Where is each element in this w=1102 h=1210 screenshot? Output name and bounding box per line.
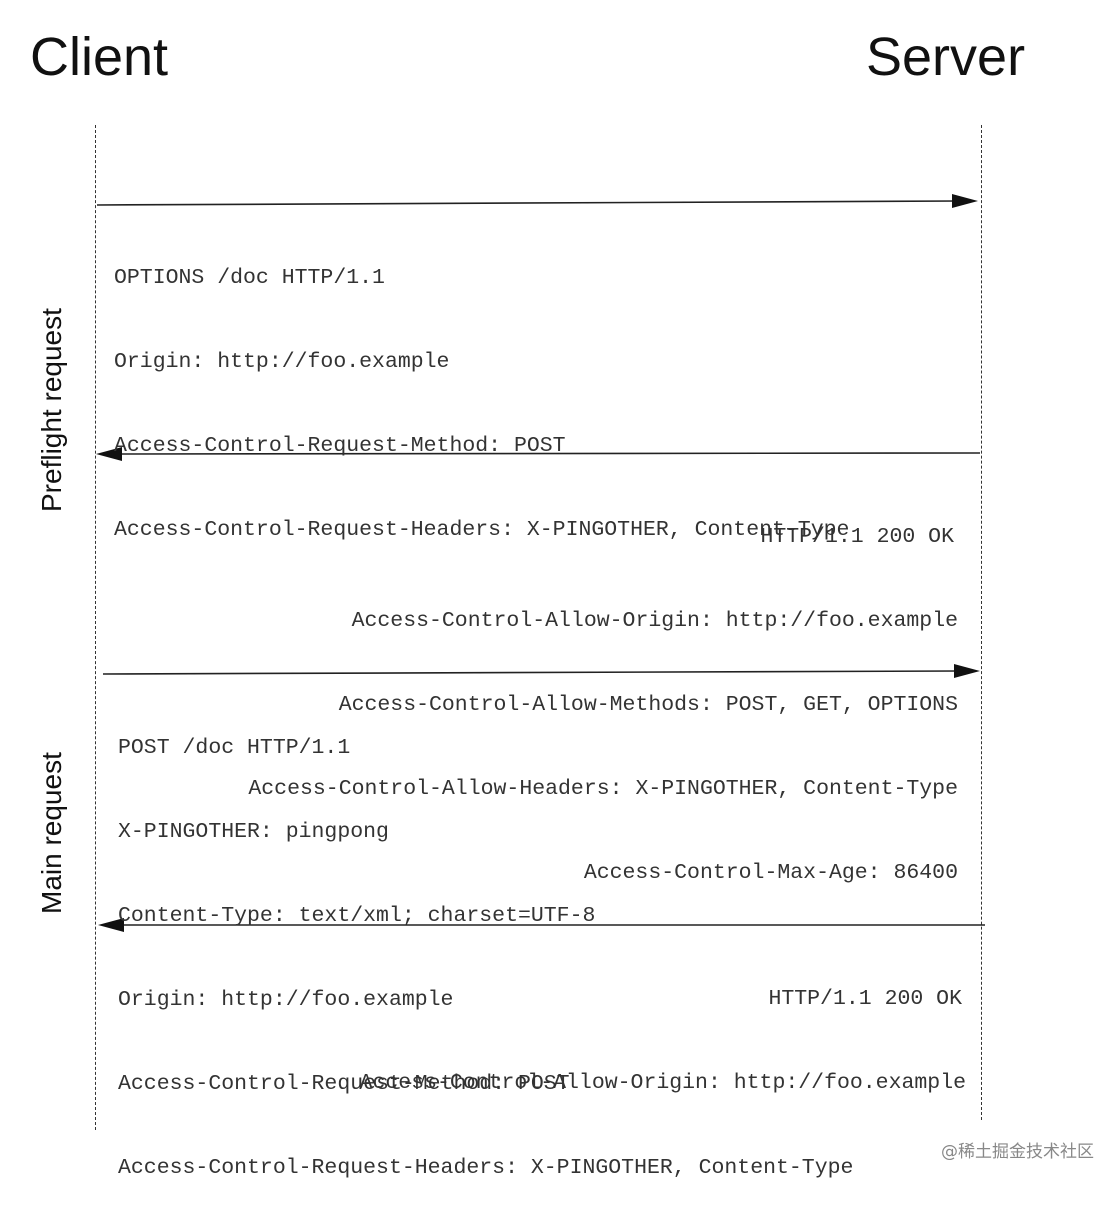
header-line: Access-Control-Max-Age: 86400 xyxy=(583,861,958,885)
header-line: HTTP/1.1 200 OK xyxy=(768,987,962,1011)
client-title: Client xyxy=(30,27,169,87)
header-line: Access-Control-Allow-Headers: X-PINGOTHE… xyxy=(248,777,958,801)
header-line: Origin: http://foo.example xyxy=(118,988,454,1012)
watermark: @稀土掘金技术社区 xyxy=(941,1142,1094,1162)
header-line: Access-Control-Request-Headers: X-PINGOT… xyxy=(118,1156,854,1180)
header-line: POST /doc HTTP/1.1 xyxy=(118,736,351,760)
arrow-preflight-request xyxy=(96,194,978,208)
message-arrows xyxy=(96,194,985,932)
arrow-main-response xyxy=(98,918,985,932)
header-line: Access-Control-Request-Headers: X-PINGOT… xyxy=(114,518,850,542)
header-line: HTTP/1.1 200 OK xyxy=(760,525,954,549)
preflight-response-headers: HTTP/1.1 200 OK Access-Control-Allow-Ori… xyxy=(248,467,958,915)
main-response-headers: HTTP/1.1 200 OK Access-Control-Allow-Ori… xyxy=(360,929,966,1125)
header-line: Access-Control-Request-Method: POST xyxy=(118,1072,570,1096)
header-line: Access-Control-Allow-Methods: POST, GET,… xyxy=(338,693,958,717)
header-line: Content-Type: text/xml; charset=UTF-8 xyxy=(118,904,596,928)
header-line: Access-Control-Allow-Origin: http://foo.… xyxy=(351,609,958,633)
header-line: X-PINGOTHER: pingpong xyxy=(118,820,389,844)
arrow-preflight-response xyxy=(96,447,981,461)
server-lifeline xyxy=(981,125,982,1120)
header-line: OPTIONS /doc HTTP/1.1 xyxy=(114,266,385,290)
preflight-request-headers: OPTIONS /doc HTTP/1.1 Origin: http://foo… xyxy=(114,208,849,572)
client-lifeline xyxy=(95,125,96,1130)
header-line: Access-Control-Request-Method: POST xyxy=(114,434,566,458)
header-line: Access-Control-Allow-Origin: http://foo.… xyxy=(359,1071,966,1095)
server-title: Server xyxy=(866,27,1026,87)
arrow-main-request xyxy=(102,664,980,678)
header-line: Origin: http://foo.example xyxy=(114,350,450,374)
